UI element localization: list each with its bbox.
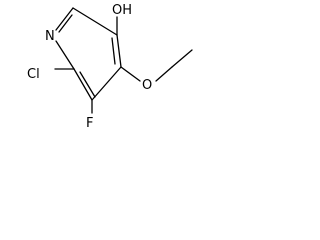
- bond-c6-n-inner: [58, 14, 73, 33]
- chemical-structure: N OH O Cl F: [0, 0, 226, 138]
- hydroxyl-label: OH: [112, 3, 132, 18]
- chlorine-label: Cl: [27, 67, 40, 82]
- bond-o-ch2: [155, 66, 173, 82]
- bond-c6-n: [55, 7, 74, 31]
- bond-ch2-ch3: [171, 49, 193, 68]
- nitrogen-label: N: [45, 29, 55, 44]
- bond-c2-c3-inner: [79, 71, 96, 98]
- bond-n-c2: [55, 40, 75, 70]
- bond-c3-c4: [91, 66, 122, 101]
- structure-drawing: N OH O Cl F: [27, 3, 193, 131]
- bond-c4-c5: [116, 34, 122, 68]
- bond-c4-c5-inner: [111, 37, 116, 65]
- bond-c5-c6: [72, 7, 118, 36]
- ether-oxygen-label: O: [142, 78, 152, 93]
- bond-c2-c3: [73, 68, 93, 101]
- bond-c4-o: [120, 66, 141, 82]
- fluorine-label: F: [86, 116, 93, 131]
